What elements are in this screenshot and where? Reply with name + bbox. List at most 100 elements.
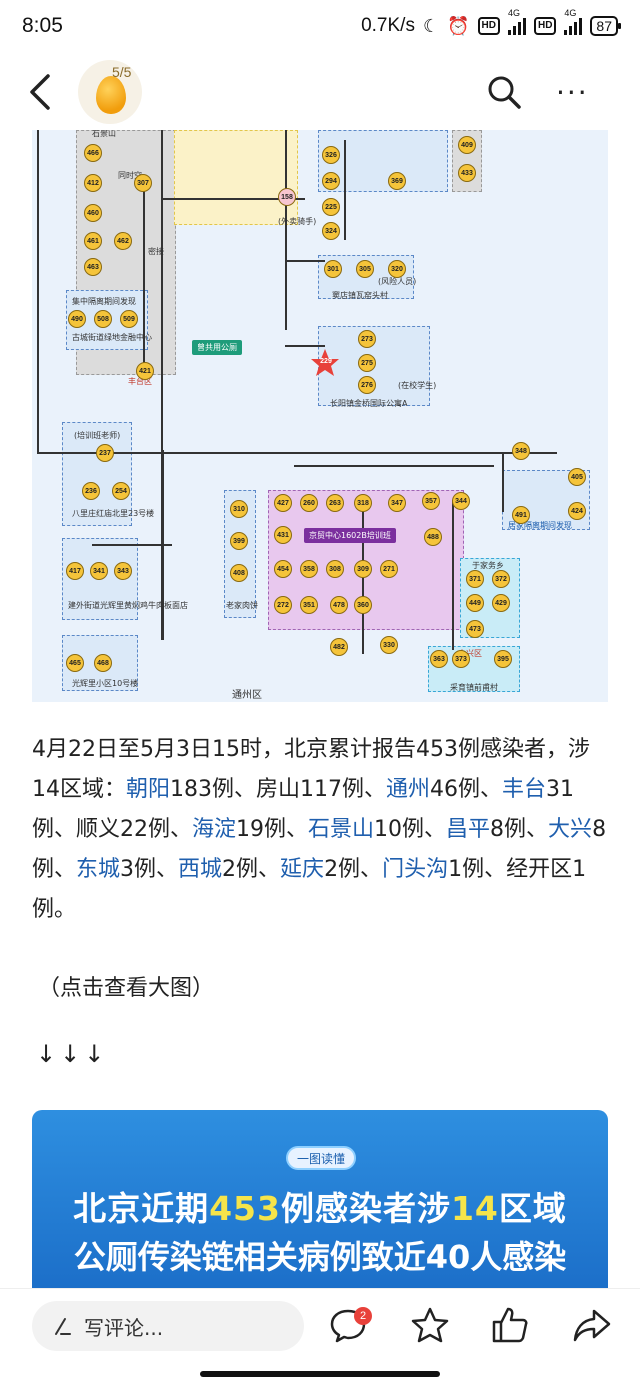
case-node: 271 xyxy=(380,560,398,578)
case-node: 417 xyxy=(66,562,84,580)
case-node: 509 xyxy=(120,310,138,328)
district-link-fengtai[interactable]: 丰台 xyxy=(502,777,547,802)
district-link-changping[interactable]: 昌平 xyxy=(446,817,491,842)
home-indicator[interactable] xyxy=(200,1371,440,1377)
text: 1例、经开区1例。 xyxy=(32,857,587,922)
shared-toilet-tag: 曾共用公厕 xyxy=(192,340,242,355)
gucheng-label: 古城街道绿地金融中心 xyxy=(72,333,152,342)
thumbs-up-icon[interactable] xyxy=(490,1305,530,1345)
signal-icon-2: 4G xyxy=(564,8,583,35)
jianwai-label: 建外街道光辉里黄焖鸡牛肉板面店 xyxy=(68,601,188,610)
case-node: 273 xyxy=(358,330,376,348)
student-label: (在校学生) xyxy=(398,381,437,390)
status-right: 0.7K/s ☾ ⏰ HD 4G HD 4G 87 xyxy=(361,8,621,37)
reward-badge[interactable]: 5/5 xyxy=(78,60,142,124)
teacher-label: (培训班老师) xyxy=(74,431,121,440)
district-link-xicheng[interactable]: 西城 xyxy=(178,857,223,882)
case-node: 482 xyxy=(330,638,348,656)
comment-placeholder: 写评论... xyxy=(84,1315,164,1340)
district-link-mentougou[interactable]: 门头沟 xyxy=(382,857,449,882)
case-node: 305 xyxy=(356,260,374,278)
case-node: 431 xyxy=(274,526,292,544)
district-link-dongcheng[interactable]: 东城 xyxy=(76,857,121,882)
case-node: 454 xyxy=(274,560,292,578)
pen-icon xyxy=(55,1318,71,1335)
back-arrow-icon[interactable] xyxy=(24,72,60,112)
case-node: 320 xyxy=(388,260,406,278)
case-node: 351 xyxy=(300,596,318,614)
district-link-tongzhou[interactable]: 通州 xyxy=(386,777,431,802)
star-icon xyxy=(311,349,339,376)
case-node: 371 xyxy=(466,570,484,588)
star-favorite-icon[interactable] xyxy=(410,1305,450,1345)
case-node: 473 xyxy=(466,620,484,638)
district-link-shijingshan[interactable]: 石景山 xyxy=(308,817,375,842)
search-icon[interactable] xyxy=(486,74,522,110)
case-node: 372 xyxy=(492,570,510,588)
golden-egg-icon xyxy=(96,76,126,114)
case-node: 158 xyxy=(278,188,296,206)
case-node: 399 xyxy=(230,532,248,550)
case-node: 237 xyxy=(96,444,114,462)
banner-title: 北京近期453例感染者涉14区域 xyxy=(32,1182,608,1230)
text: 46例、 xyxy=(430,777,503,802)
jingmao-tag: 京贸中心1602B培训班 xyxy=(304,528,396,543)
banner-pill: 一图读懂 xyxy=(286,1146,356,1170)
shijingshan-label: 石景山 xyxy=(92,130,116,138)
case-node: 357 xyxy=(422,492,440,510)
banner-subtitle: 公厕传染链相关病例致近40人感染 xyxy=(73,1238,567,1276)
guanghui-label: 光辉里小区10号楼 xyxy=(72,679,139,688)
district-link-yanqing[interactable]: 延庆 xyxy=(280,857,325,882)
case-node: 395 xyxy=(494,650,512,668)
text: 区域 xyxy=(498,1189,567,1228)
bottom-action-bar: 写评论... 2 xyxy=(0,1288,640,1360)
case-node: 341 xyxy=(90,562,108,580)
district-link-chaoyang[interactable]: 朝阳 xyxy=(126,777,171,802)
more-options-icon[interactable]: ··· xyxy=(556,76,589,109)
case-node: 433 xyxy=(458,164,476,182)
same-space-label: 同时空 xyxy=(118,171,142,180)
badge-count: 5/5 xyxy=(112,64,132,80)
infection-chain-image[interactable]: 曾共用公厕 京贸中心1602B培训班 石景山 丰台区 集中隔离期间发现 古城街道… xyxy=(32,130,608,702)
case-node: 324 xyxy=(322,222,340,240)
status-bar: 8:05 0.7K/s ☾ ⏰ HD 4G HD 4G 87 xyxy=(0,0,640,52)
text: 8例、 xyxy=(32,817,607,882)
yujiawu-label: 于家务乡 xyxy=(472,561,504,570)
case-node: 429 xyxy=(492,594,510,612)
share-icon[interactable] xyxy=(572,1305,612,1345)
daxing-label: 大兴区 xyxy=(458,649,482,658)
infographic-banner[interactable]: 一图读懂 北京近期453例感染者涉14区域 公厕传染链相关病例致近40人感染 xyxy=(32,1110,608,1288)
case-node: 347 xyxy=(388,494,406,512)
text: 2例、 xyxy=(324,857,383,882)
tongzhou-label: 通州区 xyxy=(232,690,262,701)
case-node: 409 xyxy=(458,136,476,154)
district-link-daxing[interactable]: 大兴 xyxy=(548,817,593,842)
network-type-label: 4G xyxy=(507,8,520,18)
case-node: 491 xyxy=(512,506,530,524)
text: 8例、 xyxy=(490,817,549,842)
network-type-label-2: 4G xyxy=(564,8,577,18)
case-node: 225 xyxy=(322,198,340,216)
isolation-label: 集中隔离期间发现 xyxy=(72,297,136,306)
comment-input[interactable]: 写评论... xyxy=(32,1301,304,1351)
case-node: 310 xyxy=(230,500,248,518)
down-arrows: ↓↓↓ xyxy=(36,1040,109,1068)
fengtai-label: 丰台区 xyxy=(128,377,152,386)
case-node: 488 xyxy=(424,528,442,546)
case-node: 276 xyxy=(358,376,376,394)
hd-icon: HD xyxy=(477,17,500,35)
case-node: 449 xyxy=(466,594,484,612)
case-node: 465 xyxy=(66,654,84,672)
text: 19例、 xyxy=(236,817,309,842)
case-node: 254 xyxy=(112,482,130,500)
case-node: 326 xyxy=(322,146,340,164)
case-node: 263 xyxy=(326,494,344,512)
case-node: 358 xyxy=(300,560,318,578)
case-node: 308 xyxy=(326,560,344,578)
text: 北京近期 xyxy=(73,1189,210,1228)
chaoyang-panel-1 xyxy=(62,422,132,526)
district-link-haidian[interactable]: 海淀 xyxy=(192,817,237,842)
risk-person-label: (风险人员) xyxy=(378,277,417,286)
case-node: 490 xyxy=(68,310,86,328)
case-node: 373 xyxy=(452,650,470,668)
